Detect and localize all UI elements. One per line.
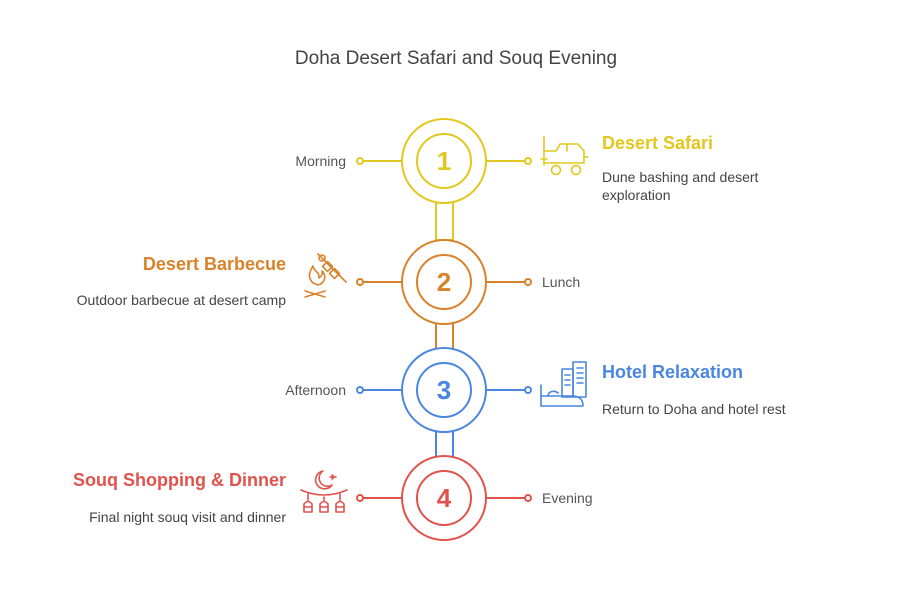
step-1-description: Dune bashing and desert exploration: [602, 169, 759, 203]
step-3-node: 3: [356, 347, 532, 433]
step-3-time: Afternoon: [285, 382, 346, 398]
step-3-number: 3: [437, 375, 451, 405]
step-2-time: Lunch: [542, 274, 581, 290]
step-4-title: Souq Shopping & Dinner: [73, 470, 286, 490]
step-1-title: Desert Safari: [602, 133, 714, 153]
step-3-description: Return to Doha and hotel rest: [602, 401, 786, 417]
hotel-bed-icon: [540, 361, 587, 407]
step-3-title: Hotel Relaxation: [602, 362, 744, 382]
jeep-icon: [540, 136, 589, 176]
step-1-node: 1: [356, 118, 532, 204]
crescent-lanterns-icon: [300, 470, 348, 513]
connector-1-2: [435, 201, 454, 241]
diagram-title: Doha Desert Safari and Souq Evening: [294, 48, 618, 69]
step-1-time: Morning: [295, 153, 346, 169]
step-2-description: Outdoor barbecue at desert camp: [76, 292, 286, 308]
step-4-node: 4: [356, 455, 532, 541]
step-4-description: Final night souq visit and dinner: [89, 509, 286, 525]
connector-3-4: [435, 429, 454, 459]
step-4-time: Evening: [542, 490, 593, 506]
step-1-number: 1: [437, 146, 451, 176]
step-4-number: 4: [437, 483, 452, 513]
step-2-node: 2: [356, 239, 532, 325]
step-2-title: Desert Barbecue: [142, 254, 286, 274]
step-2-number: 2: [437, 267, 451, 297]
campfire-skewer-icon: [304, 253, 347, 298]
connector-2-3: [435, 321, 454, 351]
